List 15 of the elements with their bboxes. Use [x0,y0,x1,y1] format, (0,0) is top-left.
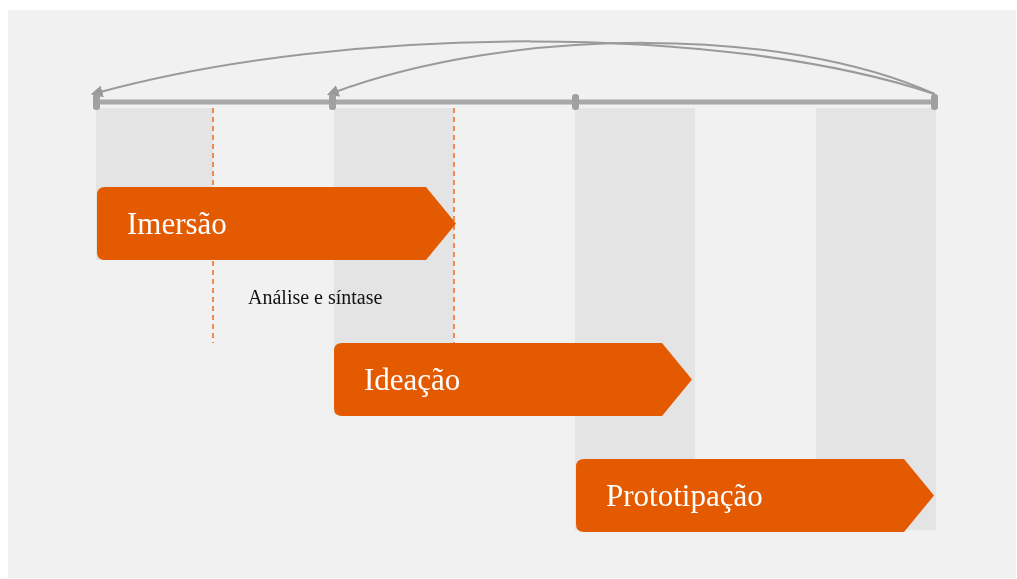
timeline-tick [329,94,336,110]
phase-arrow-box [334,343,692,416]
phase-title: Ideação [364,361,461,398]
timeline-tick [93,94,100,110]
loop-arrow [326,41,936,97]
phase-arrow-box [576,459,934,532]
phase-arrow-box [97,187,456,260]
timeline-segment [100,99,329,105]
timeline-tick [572,94,579,110]
phase-note: Análise e síntase [248,286,383,309]
timeline-segment [336,99,572,105]
phase-title: Prototipação [606,477,763,514]
timeline-tick [931,94,938,110]
timeline-segment [579,99,931,105]
phase-title: Imersão [127,205,227,242]
